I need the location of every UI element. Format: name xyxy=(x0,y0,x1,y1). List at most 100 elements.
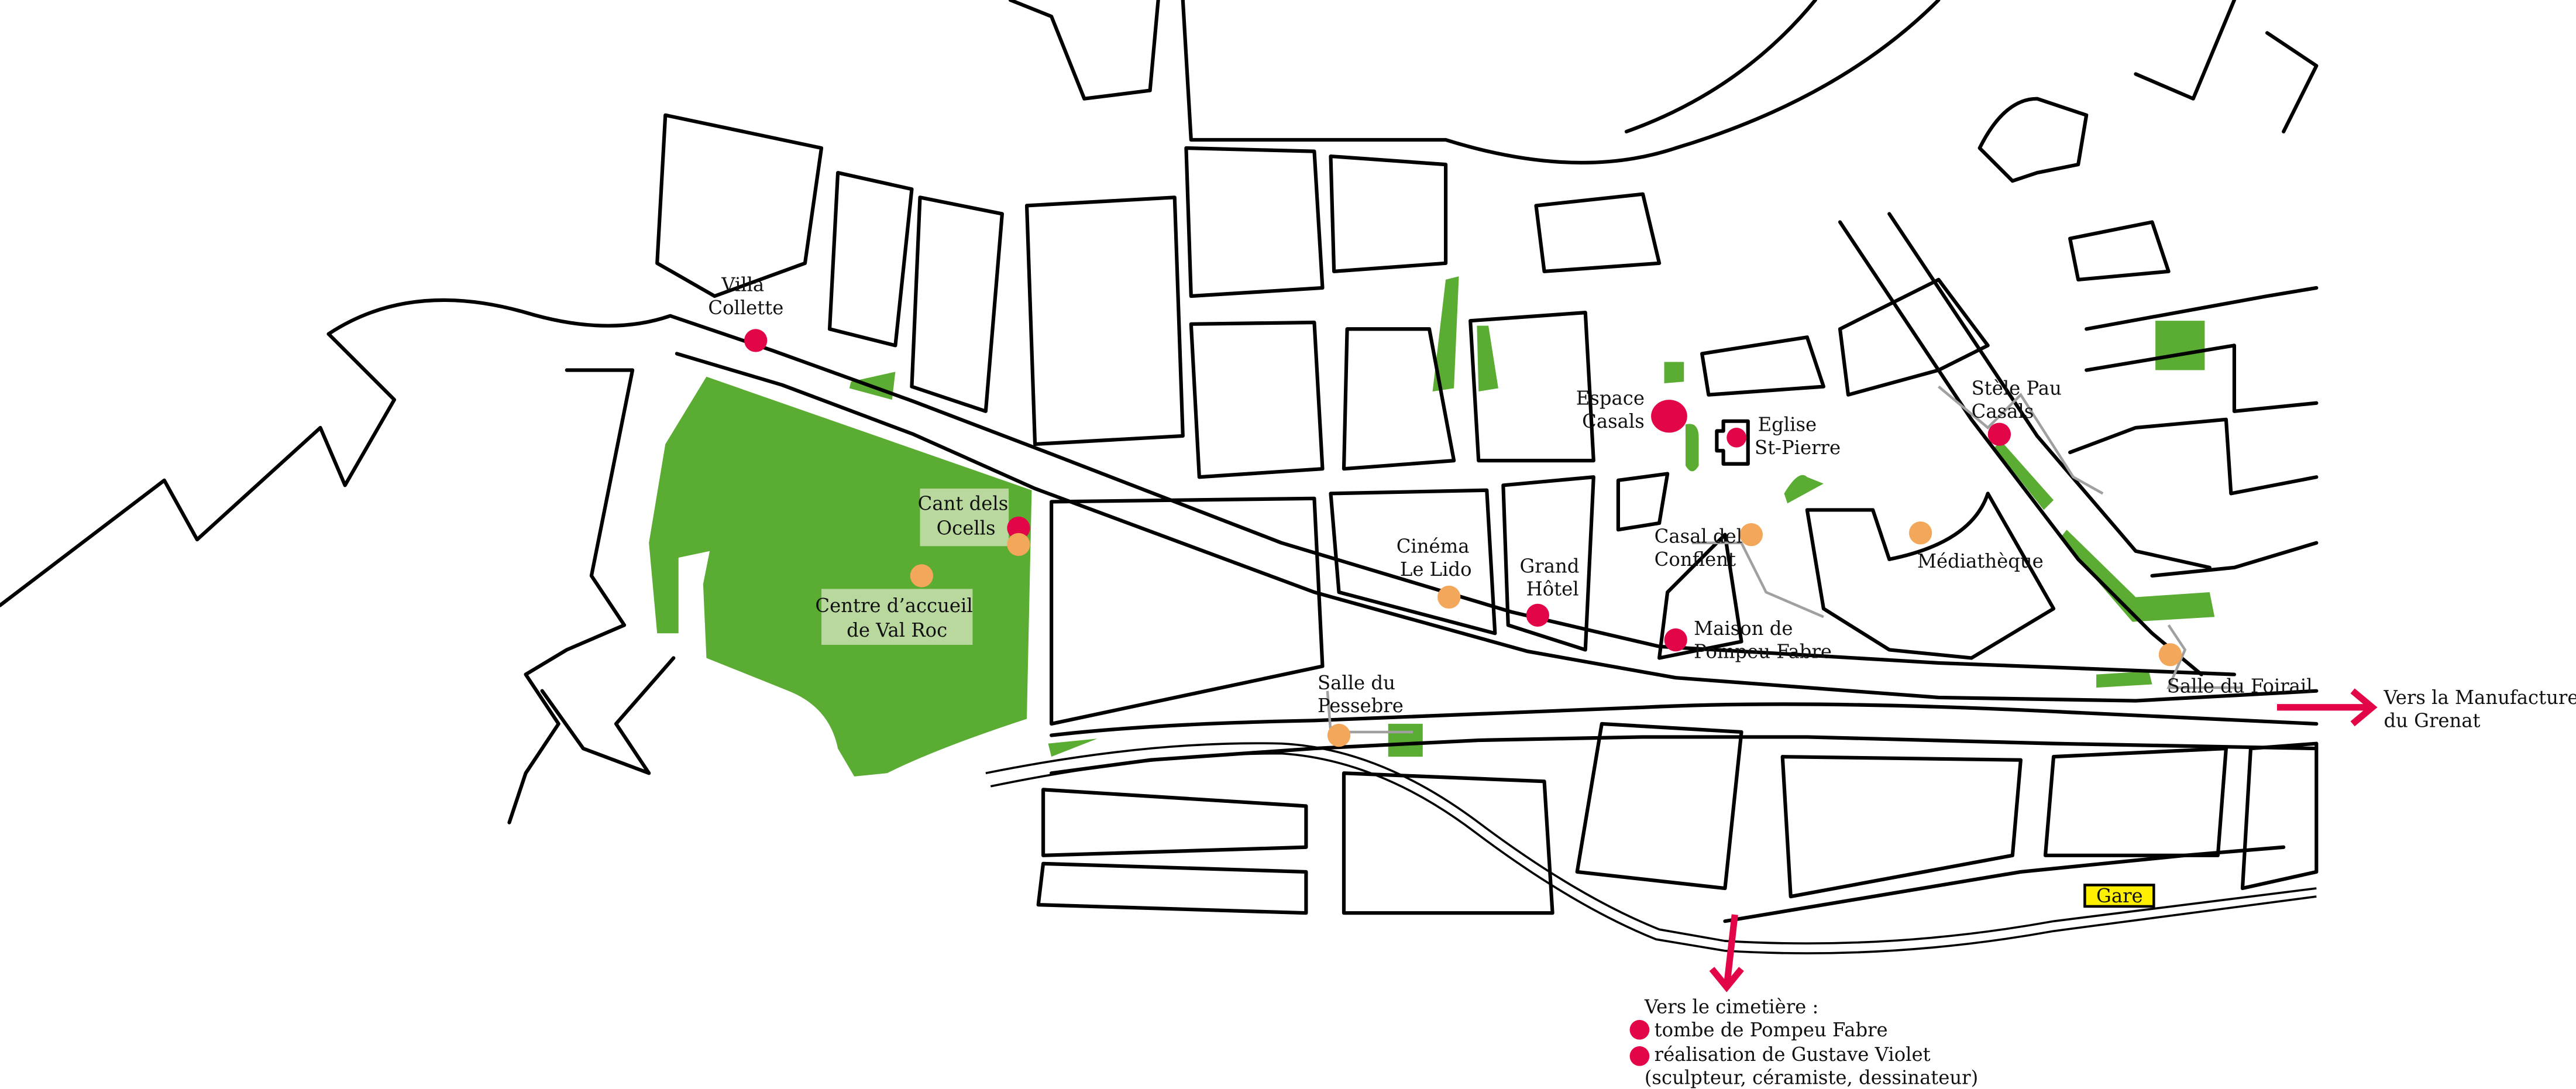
street-c4 xyxy=(1805,492,2056,660)
park-strip-a xyxy=(1432,276,1459,392)
street-n10 xyxy=(1534,192,1662,273)
park-stele xyxy=(1994,441,2054,510)
street-c2 xyxy=(1838,277,1990,397)
park-val-roc xyxy=(649,376,1032,777)
street-n12 xyxy=(1329,488,1497,635)
street-s2 xyxy=(1036,861,1308,915)
street-n8 xyxy=(1342,327,1456,471)
station-label: Gare xyxy=(2096,885,2143,907)
marker-cant-dels-ocells[interactable] xyxy=(1007,516,1030,540)
railway-line-2 xyxy=(990,752,2317,954)
parks xyxy=(649,276,2215,777)
street-n2 xyxy=(827,171,914,348)
label-salle-du-pessebre: Salle du Pessebre xyxy=(1318,672,1404,717)
marker-espace-casals[interactable] xyxy=(1651,400,1687,433)
street-c3 xyxy=(1616,472,1670,532)
main-avenue-south-edge xyxy=(675,352,2319,703)
street-s7 xyxy=(2240,741,2319,891)
label-cemetery-item-2: réalisation de Gustave Violet xyxy=(1655,1043,1931,1066)
legend-marker-violet xyxy=(1629,1046,1650,1066)
street-e9 xyxy=(1977,97,2089,183)
street-n5 xyxy=(1184,146,1325,298)
label-bg-centre-val-roc xyxy=(821,589,973,645)
street-s1 xyxy=(1041,788,1308,857)
street-n7 xyxy=(1189,320,1325,479)
label-cemetery-item-1: tombe de Pompeu Fabre xyxy=(1655,1019,1888,1041)
footpath-3 xyxy=(1692,541,1824,619)
street-e6 xyxy=(2085,343,2319,413)
street-n4 xyxy=(1024,195,1185,446)
marker-salle-du-pessebre[interactable] xyxy=(1327,723,1351,747)
marker-mediatheque[interactable] xyxy=(1908,521,1932,545)
street-n3 xyxy=(910,195,1004,413)
street-s4 xyxy=(1575,722,1743,891)
footpath-2 xyxy=(2166,624,2243,689)
label-stele-pau-casals: Stèle Pau Casals xyxy=(1972,377,2068,422)
marker-grand-hotel[interactable] xyxy=(1526,603,1549,627)
label-espace-casals: Espace Casals xyxy=(1576,387,1650,432)
arrow-right-icon xyxy=(2276,688,2378,727)
west-boundary-line xyxy=(0,332,397,607)
station[interactable]: Gare xyxy=(2083,884,2155,908)
park-church-a xyxy=(1664,362,1684,384)
arrow-down-icon xyxy=(1709,914,1744,992)
street-s3 xyxy=(1342,771,1554,915)
road-network xyxy=(0,0,2319,923)
street-n9 xyxy=(1468,311,1595,463)
marker-maison-pompeu-fabre[interactable] xyxy=(1664,628,1687,652)
street-e8 xyxy=(2150,541,2319,578)
marker-eglise-st-pierre[interactable] xyxy=(1726,427,1746,448)
street-w1 xyxy=(507,368,635,825)
street-e10 xyxy=(2068,220,2171,281)
park-east-square xyxy=(2155,321,2205,370)
street-s6 xyxy=(2043,746,2228,857)
main-avenue-north-edge xyxy=(326,298,2237,676)
label-cemetery-note: (sculpteur, céramiste, dessinateur) xyxy=(1645,1067,1978,1089)
marker-salle-du-foirail[interactable] xyxy=(2158,643,2182,667)
label-cant-dels-ocells: Cant dels Ocells xyxy=(918,492,1014,539)
railway-line-1 xyxy=(985,742,2317,945)
street-n11 xyxy=(1050,496,1325,726)
street-n15 xyxy=(1624,0,1817,133)
park-strip-b xyxy=(1477,325,1498,392)
label-to-manufacture: Vers la Manufacture du Grenat xyxy=(2383,686,2576,731)
street-w2 xyxy=(540,656,676,775)
railway xyxy=(985,742,2317,954)
footpath-1 xyxy=(1938,385,2104,495)
label-cemetery-title: Vers le cimetière : xyxy=(1644,996,1819,1018)
marker-cinema-le-lido[interactable] xyxy=(1437,585,1461,609)
marker-cant-dels-ocells-venue[interactable] xyxy=(1007,533,1030,556)
marker-casal-del-conflent[interactable] xyxy=(1739,523,1763,547)
street-n6 xyxy=(1329,154,1448,273)
label-salle-du-foirail: Salle du Foirail xyxy=(2167,675,2313,697)
church-outline xyxy=(1715,419,1750,466)
place-labels: Villa Collette Cant dels Ocells Centre d… xyxy=(708,274,2312,717)
marker-stele-pau-casals[interactable] xyxy=(1987,422,2011,446)
street-n13 xyxy=(1501,475,1595,652)
park-church-b xyxy=(1686,424,1699,472)
label-cinema-le-lido: Cinéma Le Lido xyxy=(1397,535,1476,580)
marker-villa-collette[interactable] xyxy=(744,329,768,352)
south-avenue-north-edge xyxy=(1050,702,2319,737)
street-n1 xyxy=(655,113,824,298)
label-bg-cant-dels-ocells xyxy=(920,488,1009,547)
street-c5 xyxy=(1657,533,1743,660)
park-foirail xyxy=(2096,671,2152,688)
legend-marker-tombe xyxy=(1629,1019,1650,1040)
street-e2 xyxy=(1887,212,2212,569)
direction-south[interactable]: Vers le cimetière : tombe de Pompeu Fabr… xyxy=(1629,914,1979,1089)
footpaths xyxy=(1326,385,2243,734)
direction-east[interactable]: Vers la Manufacture du Grenat xyxy=(2276,686,2576,732)
park-rail-corner xyxy=(1048,738,1098,757)
marker-centre-val-roc[interactable] xyxy=(910,564,933,588)
poi-markers xyxy=(744,329,2182,747)
label-casal-del-conflent: Casal del Conflent xyxy=(1655,525,1749,571)
street-s8 xyxy=(1723,845,2286,923)
label-centre-val-roc: Centre d’accueil de Val Roc xyxy=(815,595,978,641)
label-eglise-st-pierre: Eglise St-Pierre xyxy=(1755,414,1841,459)
street-e5 xyxy=(2085,286,2319,331)
street-e4 xyxy=(2265,31,2319,133)
label-villa-collette: Villa Collette xyxy=(708,274,783,319)
street-e3 xyxy=(2134,0,2237,101)
